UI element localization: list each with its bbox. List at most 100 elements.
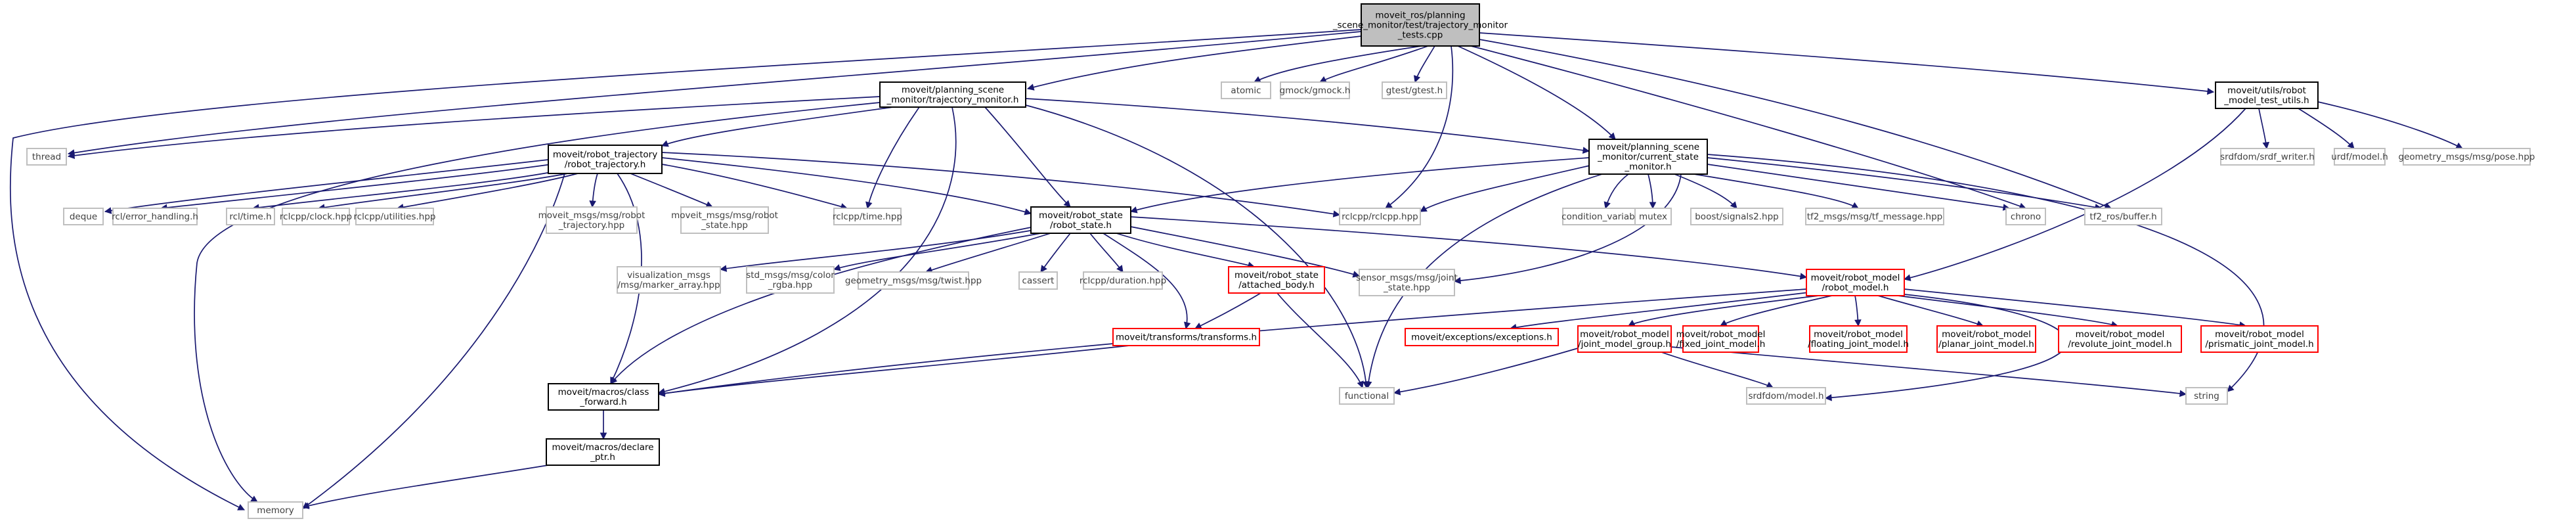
graph-node-jmg[interactable]: moveit/robot_model/joint_model_group.h <box>1577 325 1672 353</box>
graph-node-tf2buf: tf2_ros/buffer.h <box>2084 208 2162 225</box>
edge-arrowhead <box>600 432 607 440</box>
graph-node-planar[interactable]: moveit/robot_model/planar_joint_model.h <box>1936 325 2036 353</box>
edge-arrowhead <box>1026 83 1035 91</box>
edge-arrowhead <box>1352 271 1361 278</box>
edge-rt-to-rcl-time <box>251 170 559 212</box>
edge-arrowhead <box>1129 206 1138 214</box>
edge-arrowhead <box>1799 273 1808 280</box>
node-box <box>1083 271 1163 290</box>
node-label-line: moveit/robot_model <box>1814 329 1903 340</box>
graph-node-msg-rs: moveit_msgs/msg/robot_state.hpp <box>671 206 778 234</box>
graph-node-rmtu[interactable]: moveit/utils/robot_model_test_utils.h <box>2215 81 2319 109</box>
graph-node-cassert: cassert <box>1018 271 1058 290</box>
edge-root-to-atomic <box>1254 45 1422 83</box>
edge-arrowhead <box>1628 319 1636 327</box>
edge-tm-to-rclcpp-time <box>865 106 920 210</box>
edge-tm-to-csm <box>1025 98 1590 154</box>
node-box <box>1339 208 1421 225</box>
graph-node-tm[interactable]: moveit/planning_scene_monitor/trajectory… <box>879 81 1026 108</box>
edge-root-to-rmtu <box>1479 32 2215 95</box>
node-box <box>1221 81 1271 99</box>
graph-node-prismatic[interactable]: moveit/robot_model/prismatic_joint_model… <box>2200 325 2319 353</box>
edge-arrowhead <box>1720 319 1728 327</box>
edge-rt-to-rclcpp-time <box>661 164 848 210</box>
node-label-line: moveit/robot_model <box>1580 329 1669 340</box>
node-label-line: rclcpp/duration.hpp <box>1080 276 1166 286</box>
node-box <box>546 438 660 466</box>
dependency-edges <box>9 29 2463 511</box>
edge-root-to-rclcpp <box>1385 45 1454 209</box>
node-box <box>1112 328 1260 346</box>
node-box <box>1806 269 1905 296</box>
node-label-line: _monitor/trajectory_monitor.h <box>886 95 1019 105</box>
edge-rmtu-to-pose <box>2317 101 2463 149</box>
node-label-line: string <box>2194 391 2219 401</box>
node-label-line: moveit/exceptions/exceptions.h <box>1411 332 1552 343</box>
graph-node-cf[interactable]: moveit/macros/class_forward.h <box>548 383 659 411</box>
graph-node-exc[interactable]: moveit/exceptions/exceptions.h <box>1405 328 1559 346</box>
graph-node-mutex: mutex <box>1634 208 1672 225</box>
edge-arrowhead <box>1582 147 1590 154</box>
node-box <box>2185 387 2228 405</box>
edge-arrowhead <box>2227 384 2235 392</box>
graph-node-deque: deque <box>63 208 104 225</box>
node-label-line: moveit/robot_model <box>1811 273 1900 283</box>
edge-arrowhead <box>589 200 596 208</box>
edge-rt-to-rcl-err <box>160 164 552 212</box>
graph-node-floating[interactable]: moveit/robot_model/floating_joint_model.… <box>1808 325 1909 353</box>
graph-node-srdf-writer: srdfdom/srdf_writer.h <box>2220 148 2315 166</box>
graph-node-csm[interactable]: moveit/planning_scene_monitor/current_st… <box>1588 139 1708 175</box>
node-label-line: /prismatic_joint_model.h <box>2205 339 2313 350</box>
edge-rs-to-joint-state <box>1130 226 1361 278</box>
edge-arrowhead <box>1413 75 1421 83</box>
edge-csm-to-tf2msg <box>1693 173 1859 209</box>
node-box <box>1018 271 1058 290</box>
node-label-line: moveit/macros/class <box>558 387 649 398</box>
graph-node-ab[interactable]: moveit/robot_state/attached_body.h <box>1228 266 1325 294</box>
graph-node-twist: geometry_msgs/msg/twist.hpp <box>845 271 982 290</box>
node-label-line: /joint_model_group.h <box>1578 339 1671 350</box>
edge-arrowhead <box>1364 380 1372 389</box>
node-label-line: moveit/robot_model <box>2076 329 2165 340</box>
node-label-line: gmock/gmock.h <box>1280 85 1351 96</box>
node-box <box>548 383 659 411</box>
graph-node-rcl-err: rcl/error_handling.h <box>112 208 198 225</box>
node-label-line: moveit/macros/declare <box>552 442 653 453</box>
edge-arrowhead <box>1040 265 1047 273</box>
graph-node-revolute[interactable]: moveit/robot_model/revolute_joint_model.… <box>2058 325 2182 353</box>
graph-node-transforms[interactable]: moveit/transforms/transforms.h <box>1112 328 1260 346</box>
graph-node-atomic: atomic <box>1221 81 1271 99</box>
edge-rs-to-cf <box>610 226 1035 384</box>
node-label-line: cassert <box>1022 276 1055 286</box>
graph-node-declare[interactable]: moveit/macros/declare_ptr.h <box>546 438 660 466</box>
node-box <box>2200 325 2319 353</box>
edge-rt-to-msg-rt <box>589 173 598 208</box>
node-box <box>112 208 198 225</box>
edge-arrowhead <box>1116 265 1124 273</box>
graph-node-functional: functional <box>1339 387 1395 405</box>
graph-node-rs[interactable]: moveit/robot_state/robot_state.h <box>1030 206 1131 234</box>
edge-arrowhead <box>1649 202 1657 210</box>
node-label-line: geometry_msgs/msg/twist.hpp <box>845 276 982 286</box>
edge-arrowhead <box>1063 200 1071 208</box>
node-label-line: _state.hpp <box>1383 283 1430 293</box>
graph-node-signals2: boost/signals2.hpp <box>1690 208 1783 225</box>
graph-node-gtest: gtest/gtest.h <box>1382 81 1447 99</box>
edge-rs-to-rm <box>1130 216 1808 280</box>
node-box <box>1682 325 1759 353</box>
graph-node-root[interactable]: moveit_ros/planning_scene_monitor/test/t… <box>1332 3 1508 47</box>
edge-tm-to-rs <box>984 106 1071 208</box>
graph-node-rm[interactable]: moveit/robot_model/robot_model.h <box>1806 269 1905 296</box>
node-label-line: sensor_msgs/msg/joint <box>1356 273 1458 283</box>
graph-node-rt[interactable]: moveit/robot_trajectory/robot_trajectory… <box>548 145 663 174</box>
node-label-line: _model_test_utils.h <box>2223 95 2309 106</box>
edge-arrowhead <box>865 201 873 210</box>
node-label-line: /fixed_joint_model.h <box>1676 339 1766 350</box>
graph-node-fixed[interactable]: moveit/robot_model/fixed_joint_model.h <box>1676 325 1766 353</box>
edge-rt-to-rs <box>661 157 1032 216</box>
edge-rm-to-prismatic <box>1904 288 2247 329</box>
node-box <box>858 271 969 290</box>
edge-arrowhead <box>1851 202 1859 209</box>
graph-node-duration: rclcpp/duration.hpp <box>1080 271 1166 290</box>
edge-arrowhead <box>1385 202 1393 209</box>
